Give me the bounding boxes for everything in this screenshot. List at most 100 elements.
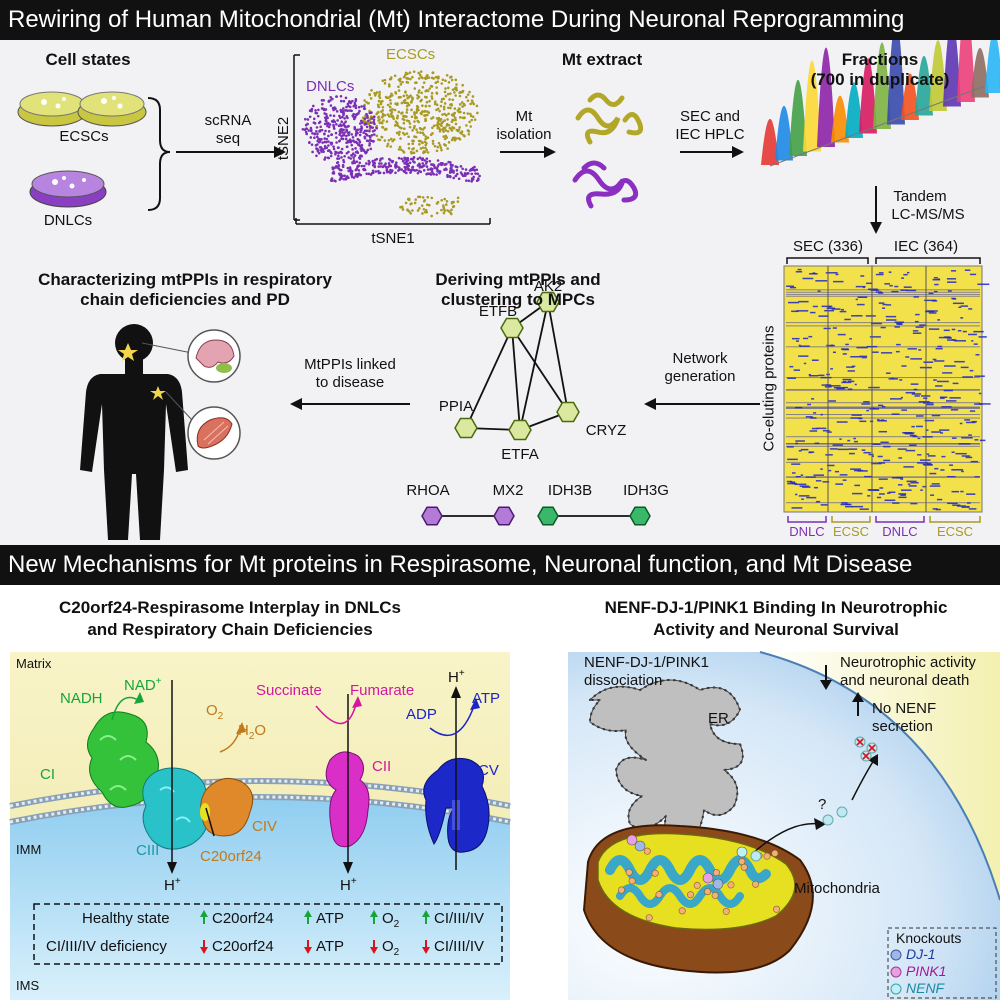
healthy-state-label: Healthy state xyxy=(82,910,170,927)
neurotrophic-label-1: Neurotrophic activity xyxy=(840,654,976,671)
adp-label: ADP xyxy=(406,706,437,723)
fractions-label-1: Fractions xyxy=(841,50,919,69)
marker-arrows xyxy=(200,910,430,954)
deficiency-label: CI/III/IV deficiency xyxy=(46,938,167,955)
cell-states-label: Cell states xyxy=(45,50,131,69)
mt-isolation-label-2: isolation xyxy=(496,126,552,143)
fractions-label-2: (700 in duplicate) xyxy=(810,70,950,89)
marker-c20orf24-deficiency: C20orf24 xyxy=(212,938,274,955)
characterizing-label-1: Characterizing mtPPIs in respiratory xyxy=(38,270,332,289)
node-label-ak2: AK2 xyxy=(533,278,563,295)
network-nodes xyxy=(421,291,651,526)
nenf-title-2: Activity and Neuronal Survival xyxy=(653,620,899,639)
h-plus-cii-label: H+ xyxy=(340,876,357,894)
ci-label: CI xyxy=(40,766,55,783)
dnlcs-dish-label: DNLCs xyxy=(43,212,93,229)
tandem-label-1: Tandem xyxy=(893,188,947,205)
knockout-dj1: DJ-1 xyxy=(906,946,936,962)
linked-disease-label-2: to disease xyxy=(315,374,385,391)
node-label-etfb: ETFB xyxy=(478,303,518,320)
human-silhouette xyxy=(80,324,188,540)
matrix-label: Matrix xyxy=(16,656,52,671)
marker-ci-iii-iv-deficiency: CI/III/IV xyxy=(434,938,485,955)
o2-label: O2 xyxy=(206,702,224,722)
knockout-pink1: PINK1 xyxy=(906,963,947,979)
marker-atp-healthy: ATP xyxy=(316,910,345,927)
nad-label: NAD+ xyxy=(124,676,162,694)
deriving-label-2: clustering to MPCs xyxy=(441,290,595,309)
knockout-nenf: NENF xyxy=(906,980,945,996)
mt-isolation-label-1: Mt xyxy=(515,108,533,125)
coeluting-axis-label: Co-eluting proteins xyxy=(760,325,778,452)
marker-c20orf24-healthy: C20orf24 xyxy=(212,910,274,927)
pair-label-idh3g: IDH3G xyxy=(623,482,669,499)
tsne1-axis-label: tSNE1 xyxy=(371,230,415,247)
dissociation-label-1: NENF-DJ-1/PINK1 xyxy=(584,654,710,671)
nenf-title-1: NENF-DJ-1/PINK1 Binding In Neurotrophic xyxy=(604,598,948,617)
mt-extract-label: Mt extract xyxy=(561,50,643,69)
marker-o2-healthy: O2 xyxy=(382,910,400,930)
h2o-label: H2O xyxy=(238,722,267,742)
nadh-label: NADH xyxy=(60,690,103,707)
no-nenf-label-1: No NENF xyxy=(872,700,937,717)
pair-label-rhoa: RHOA xyxy=(406,482,450,499)
tsne-ecscs-label: ECSCs xyxy=(386,46,436,63)
marker-o2-deficiency: O2 xyxy=(382,938,400,958)
ecscs-dish-label: ECSCs xyxy=(59,128,109,145)
node-label-etfa: ETFA xyxy=(501,446,539,463)
heatmap-group-label: DNLC xyxy=(882,524,918,539)
complex-ci xyxy=(87,711,159,808)
sec-iec-label-2: IEC HPLC xyxy=(675,126,745,143)
mt-extract-proteins xyxy=(572,92,644,209)
coelution-heatmap xyxy=(783,257,991,523)
node-label-ppia: PPIA xyxy=(438,398,474,415)
iec-count-label: IEC (364) xyxy=(893,238,959,255)
mitochondria-label: Mitochondria xyxy=(794,880,880,897)
tsne2-axis-label: tSNE2 xyxy=(275,116,293,161)
tsne-plot xyxy=(293,54,491,225)
complex-civ xyxy=(200,777,254,837)
mito-particles xyxy=(617,834,781,922)
respirasome-panel xyxy=(9,652,511,1000)
knockouts-label: Knockouts xyxy=(896,930,962,946)
middle-banner-title: New Mechanisms for Mt proteins in Respir… xyxy=(0,545,1000,585)
node-label-cryz: CRYZ xyxy=(585,422,627,439)
er-label: ER xyxy=(708,710,729,727)
respirasome-title-1: C20orf24-Respirasome Interplay in DNLCs xyxy=(59,598,401,617)
heatmap-group-label: ECSC xyxy=(832,524,870,539)
petri-dish-dnlcs xyxy=(29,170,107,208)
network-generation-label-2: generation xyxy=(664,368,736,385)
heatmap-group-label: ECSC xyxy=(936,524,974,539)
atp-label: ATP xyxy=(472,690,501,707)
scrna-label-2: seq xyxy=(215,130,241,147)
tsne-dnlcs-label: DNLCs xyxy=(306,78,355,95)
complex-ciii xyxy=(142,767,209,850)
pair-label-mx2: MX2 xyxy=(492,482,524,499)
heatmap-group-label: DNLC xyxy=(789,524,825,539)
characterizing-label-2: chain deficiencies and PD xyxy=(80,290,290,309)
top-banner-title: Rewiring of Human Mitochondrial (Mt) Int… xyxy=(0,0,1000,40)
petri-dish-ecscs xyxy=(17,91,147,127)
linked-disease-label-1: MtPPIs linked xyxy=(304,356,396,373)
cv-label: CV xyxy=(478,762,499,779)
pair-label-idh3b: IDH3B xyxy=(547,482,593,499)
sec-count-label: SEC (336) xyxy=(792,238,864,255)
sec-iec-label-1: SEC and xyxy=(679,108,741,125)
mitochondrion xyxy=(582,824,814,974)
ims-label: IMS xyxy=(16,978,40,993)
neurotrophic-label-2: and neuronal death xyxy=(840,672,970,689)
marker-atp-deficiency: ATP xyxy=(316,938,345,955)
imm-label: IMM xyxy=(16,842,42,857)
dissociation-label-2: dissociation xyxy=(584,672,663,689)
civ-label: CIV xyxy=(252,818,278,835)
fumarate-label: Fumarate xyxy=(350,682,415,699)
network-generation-label-1: Network xyxy=(672,350,728,367)
unknown-step-label: ? xyxy=(818,796,827,813)
marker-ci-iii-iv-healthy: CI/III/IV xyxy=(434,910,485,927)
scrna-label-1: scRNA xyxy=(204,112,252,129)
knockouts-box xyxy=(887,927,997,999)
tandem-label-2: LC-MS/MS xyxy=(891,206,965,223)
h-plus-ciii-label: H+ xyxy=(164,876,181,894)
